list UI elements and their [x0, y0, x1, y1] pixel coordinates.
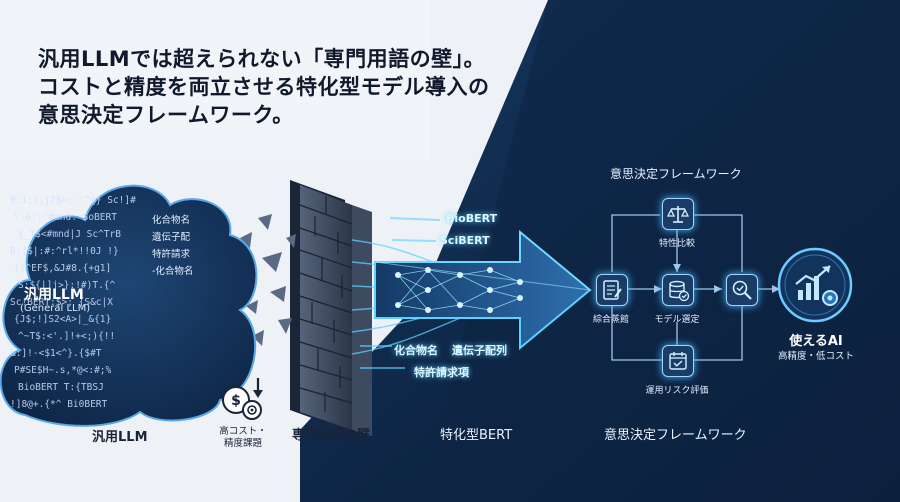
cloud-text-row: !]8@+.{*^ Bi0BERT — [10, 399, 108, 410]
cloud-term: 特許請求 — [152, 249, 191, 260]
node-center-label: モデル選定 — [654, 315, 700, 325]
cloud-title: 汎用LLM — [24, 287, 84, 303]
network-nodes — [395, 267, 523, 313]
scales-icon — [666, 206, 690, 223]
cloud-text-row: ^~T$:<'.]!+<;){!! — [18, 331, 116, 342]
magnifier-check-icon — [732, 280, 752, 300]
cost-label-line-1: 高コスト・ — [219, 426, 267, 437]
node-compare-label: 特性比較 — [658, 239, 695, 249]
database-check-icon — [669, 280, 690, 302]
svg-text:$: $ — [231, 393, 241, 409]
cloud-text-row: &:]!-<$1<^}.{$#T — [10, 348, 102, 359]
headline-line-3: 意思決定フレームワーク。 — [38, 103, 294, 127]
cloud-text-row: S:${|]j>}:!#)T.{^ — [18, 280, 116, 291]
tag-compound-names: 化合物名 — [394, 344, 438, 357]
cloud-subtitle: (General LLM) — [20, 303, 91, 314]
cloud-text-row: BioBERT T:{TBSJ — [18, 382, 104, 393]
tag-gene-sequences: 遺伝子配列 — [452, 344, 507, 357]
cloud-term: 化合物名 — [152, 215, 191, 226]
cost-label: 高コスト・ 精度課題 — [218, 426, 268, 450]
node-compare — [662, 198, 694, 230]
cloud-text-row: {_T$<#mnd|J Sc^TrB — [18, 229, 121, 240]
tag-scibert: SciBERT — [440, 234, 490, 247]
node-evaluate — [726, 274, 758, 306]
node-left-label: 綜合蒸館 — [592, 315, 629, 325]
caption-bert: 特化型BERT — [440, 428, 513, 443]
cloud-text-row: P#SE$H~.s,*@<:#;% — [14, 365, 112, 376]
tag-biobert: BioBERT — [446, 212, 498, 225]
llm-cloud — [0, 184, 258, 427]
result-subtitle: 高精度・低コスト — [777, 351, 854, 362]
brick-wall — [299, 185, 372, 436]
node-risk-label: 運用リスク評価 — [645, 386, 709, 396]
calendar-check-icon — [669, 352, 687, 370]
document-edit-icon — [603, 280, 622, 300]
cloud-text-row: 8;{$|:#:^rl*!!0J !} — [10, 246, 119, 257]
cloud-text-row: 0.1;{.j7$=;-!^@} Sc!]# — [10, 195, 136, 206]
debris-fragments — [220, 214, 296, 346]
headline-line-1: 汎用LLMでは超えられない「専門用語の壁」。 — [38, 47, 486, 71]
node-left — [596, 274, 628, 306]
framework-title: 意思決定フレームワーク — [610, 167, 742, 181]
caption-general-llm: 汎用LLM — [92, 430, 148, 445]
cloud-text-row: {J$;!]S2<A>|_&{1} — [14, 314, 112, 325]
cloud-term: -化合物名 — [152, 266, 194, 277]
headline-line-2: コストと精度を両立させる特化型モデル導入の — [38, 75, 490, 99]
cost-icon: $ — [222, 378, 263, 420]
result-badge — [777, 247, 853, 323]
neural-network — [397, 269, 521, 311]
cloud-text-row: {]^EF$,&J#8.{+g1] — [14, 263, 112, 274]
cloud-text-row: \:G::^#mnd. SoBERT — [14, 212, 117, 223]
cloud-text-stream: 0.1;{.j7$=;-!^@} Sc!]#\:G::^#mnd. SoBERT… — [10, 192, 240, 422]
node-risk — [662, 345, 694, 377]
tag-patent-claims: 特許請求項 — [414, 366, 469, 379]
node-center — [662, 274, 694, 306]
result-title: 使えるAI — [789, 334, 843, 349]
cloud-right-terms: 化合物名遺伝子配特許請求 -化合物名 — [152, 212, 212, 280]
caption-wall: 専門用語の壁 — [292, 428, 371, 443]
caption-framework: 意思決定フレームワーク — [604, 428, 747, 443]
cost-label-line-2: 精度課題 — [223, 438, 262, 449]
cloud-term: 遺伝子配 — [152, 232, 191, 243]
cloud-text-row: Sc!BERT:$>; {S&c|X — [10, 297, 113, 308]
